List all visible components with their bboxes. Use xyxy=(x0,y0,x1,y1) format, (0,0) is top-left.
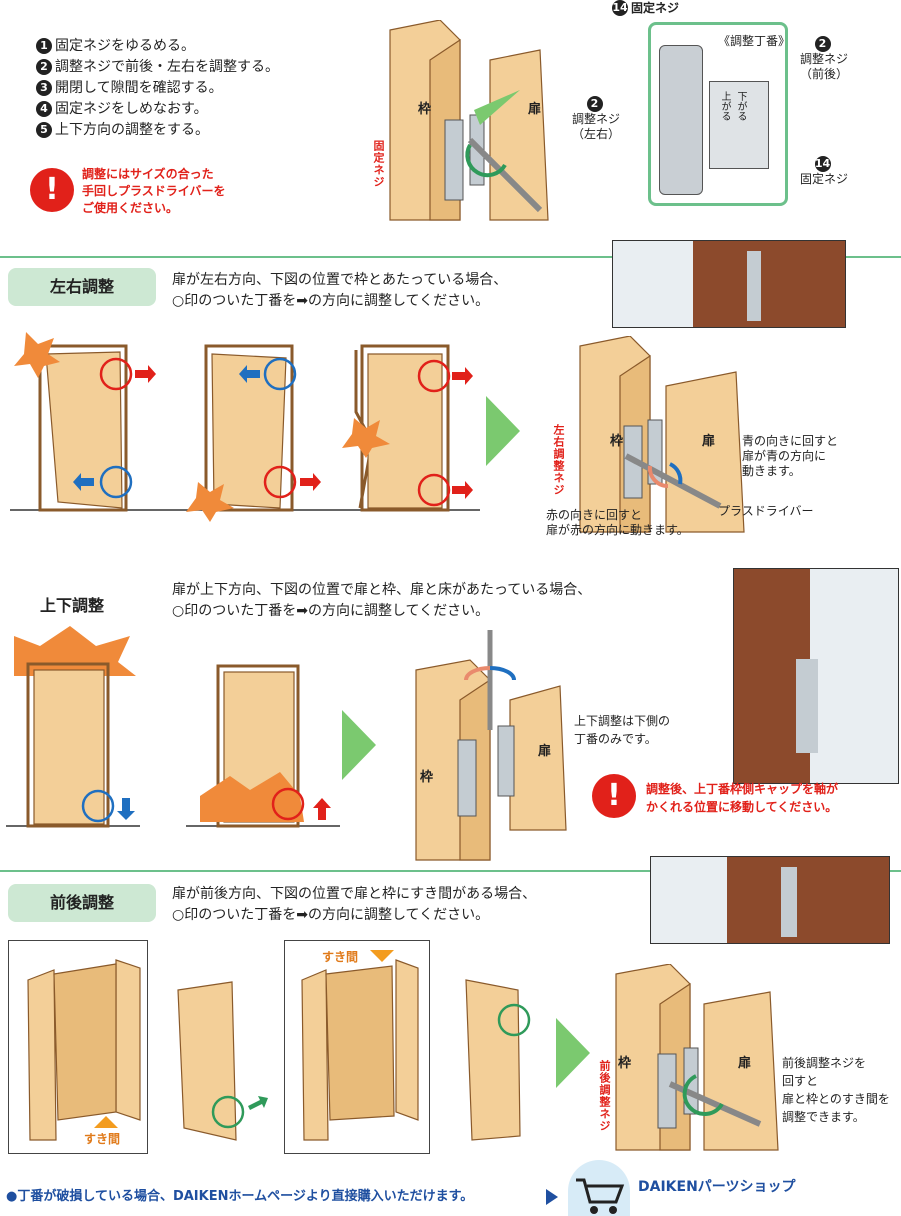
lr-door-label: 扉 xyxy=(702,434,716,449)
footer-arrow-icon xyxy=(546,1189,558,1205)
fb-door-diagrams xyxy=(27,950,531,1141)
frame-label: 枠 xyxy=(418,102,432,117)
ud-next-arrow xyxy=(342,710,376,780)
fb-frame-label: 枠 xyxy=(618,1056,632,1071)
ud-section-title: 上下調整 xyxy=(40,596,105,615)
fb-section-title: 前後調整 xyxy=(8,884,156,922)
ud-door-diagrams xyxy=(6,626,340,828)
fb-hinge-illustration xyxy=(615,964,779,1151)
ud-photo xyxy=(733,568,899,784)
fb-screw-label: 前後調整ネジ xyxy=(598,1060,611,1132)
fb-panel-1 xyxy=(8,940,148,1154)
hinge-plate xyxy=(659,45,703,195)
ud-warning-icon: ! xyxy=(592,774,636,818)
ud-desc: 扉が上下方向、下図の位置で扉と枠、扉と床があたっている場合、 ○印のついた丁番を… xyxy=(172,582,592,619)
warning-icon: ! xyxy=(30,168,74,212)
ud-warning-text: 調整後、上丁番枠側キャップを軸が かくれる位置に移動してください。 xyxy=(646,782,839,814)
lr-screw-label: 左右調整ネジ xyxy=(552,424,565,496)
lr-photo xyxy=(612,240,846,328)
door-label: 扉 xyxy=(528,102,542,117)
callout-fb-label: 2 調整ネジ （前後） xyxy=(800,36,849,81)
fb-gap-label-bottom: すき間 xyxy=(84,1132,121,1146)
parts-shop-link[interactable]: DAIKENパーツショップ xyxy=(638,1179,796,1195)
down-label: 下がる xyxy=(735,91,746,121)
fb-gap-label-top: すき間 xyxy=(322,950,359,964)
lr-red-note: 赤の向きに回すと 扉が赤の方向に動きます。 xyxy=(546,508,689,537)
lr-blue-note: 青の向きに回すと 扉が青の方向に 動きます。 xyxy=(742,434,839,478)
fixing-screw-label: 固定ネジ xyxy=(372,140,385,188)
divider xyxy=(0,256,901,258)
callout-lr-label: 2 調整ネジ （左右） xyxy=(572,96,621,141)
callout-title: 《調整丁番》 xyxy=(718,34,791,48)
top-hinge-illustration xyxy=(389,20,549,221)
callout-bottom-label: 14 固定ネジ xyxy=(800,156,849,186)
fb-next-arrow xyxy=(556,1018,590,1088)
footer-text: ●丁番が破損している場合、DAIKENホームページより直接購入いただけます。 xyxy=(6,1189,474,1204)
divider xyxy=(0,870,901,872)
fb-note: 前後調整ネジを 回すと 扉と枠とのすき間を 調整できます。 xyxy=(782,1056,890,1124)
ud-door-label: 扉 xyxy=(538,744,552,759)
hinge-callout-box: 上がる 下がる xyxy=(648,22,788,206)
lr-desc: 扉が左右方向、下図の位置で枠とあたっている場合、 ○印のついた丁番を➡の方向に調… xyxy=(172,272,508,309)
up-label: 上がる xyxy=(719,91,730,121)
lr-frame-label: 枠 xyxy=(610,434,624,449)
fb-desc: 扉が前後方向、下図の位置で扉と枠にすき間がある場合、 ○印のついた丁番を➡の方向… xyxy=(172,886,537,923)
lr-next-arrow xyxy=(486,396,520,466)
ud-frame-label: 枠 xyxy=(420,770,434,785)
lr-hinge-illustration xyxy=(579,336,745,533)
lr-door-diagrams xyxy=(10,332,480,522)
ud-note: 上下調整は下側の 丁番のみです。 xyxy=(574,714,671,746)
cart-icon[interactable] xyxy=(568,1160,630,1216)
fb-door-label: 扉 xyxy=(738,1056,752,1071)
top-warning-text: 調整にはサイズの合った 手回しプラスドライバーを ご使用ください。 xyxy=(82,167,226,215)
lr-driver-label: プラスドライバー xyxy=(718,504,814,518)
hinge-leaf xyxy=(709,81,769,169)
fb-panel-2 xyxy=(284,940,430,1154)
ud-hinge-illustration xyxy=(415,630,567,861)
fb-photo xyxy=(650,856,890,944)
lr-section-title: 左右調整 xyxy=(8,268,156,306)
